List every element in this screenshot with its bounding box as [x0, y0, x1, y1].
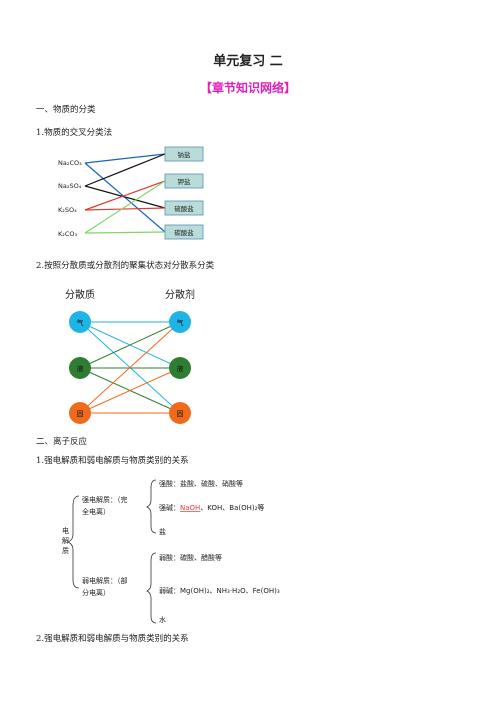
strong-salt: 盐: [159, 527, 166, 536]
heading-classification: 一、物质的分类: [36, 105, 96, 115]
right-box: [164, 173, 204, 189]
right-box: [164, 224, 204, 240]
liquid-node: [169, 357, 191, 379]
strong-base-prefix: 强碱：: [159, 504, 180, 512]
right-box: [164, 146, 204, 162]
strong-base-naoh: NaOH: [180, 504, 200, 512]
liquid-node: [69, 357, 91, 379]
solid-node: [69, 402, 91, 424]
right-label: 钠盐: [178, 150, 192, 159]
item-electrolyte-relation: 1.强电解质和弱电解质与物质类别的关系: [36, 456, 189, 466]
right-label: 硫酸盐: [174, 204, 194, 213]
line-na2co3-nasalt: [84, 153, 166, 164]
page-title: 单元复习 二: [213, 54, 283, 69]
cross-classification-diagram: Na₂CO₃ Na₂SO₄ K₂SO₄ K₂CO₃ 钠盐 钾盐 硫酸盐 碳酸盐: [58, 146, 204, 240]
item-cross-classification: 1.物质的交叉分类法: [36, 128, 113, 138]
node-label: 气: [177, 318, 184, 327]
heading-ionic-reaction: 二、离子反应: [36, 437, 88, 447]
left-label: Na₂CO₃: [58, 159, 82, 167]
item-dispersion-classification: 2.按照分散质或分散剂的聚集状态对分散系分类: [36, 261, 215, 271]
node-label: 气: [77, 318, 84, 327]
dispersion-diagram: 分散质 分散剂 气 液 固 气 液 固: [65, 288, 195, 424]
electrolyte-tree-diagram: 电 解 质 强电解质：（完 全电离） 强酸：盐酸、硫酸、硝酸等 强碱：NaOH、…: [62, 479, 280, 624]
strong-electrolyte-label: 全电离）: [82, 507, 110, 516]
solid-node: [169, 402, 191, 424]
line-k2so4-sulfate: [84, 207, 166, 211]
node-label: 固: [177, 410, 184, 418]
dispersion-medium-title: 分散剂: [165, 288, 195, 301]
water: 水: [159, 615, 166, 624]
line-na2so4-nasalt: [84, 153, 166, 187]
node-label: 液: [77, 364, 84, 373]
weak-electrolyte-label: 弱电解质：（部: [82, 576, 128, 585]
left-label: K₂SO₄: [58, 206, 77, 214]
root-label: 电: [62, 526, 69, 535]
dispersion-lines: [79, 321, 181, 414]
strong-base: 强碱：NaOH、KOH、Ba(OH)₂等: [159, 503, 264, 512]
right-label: 钾盐: [178, 177, 192, 186]
root-label: 解: [62, 536, 69, 545]
line-k2co3-ksalt: [84, 180, 166, 234]
right-box: [164, 200, 204, 216]
strong-brace: [146, 479, 157, 534]
section-subtitle: 【章节知识网络】: [199, 81, 296, 95]
node-label: 液: [177, 364, 184, 373]
weak-electrolyte-label: 分电离）: [82, 588, 110, 597]
gas-node: [169, 311, 191, 333]
root-brace: [66, 495, 80, 589]
line-k2co3-carbonate: [84, 231, 166, 234]
cross-lines: [84, 153, 166, 234]
weak-base: 弱碱：Mg(OH)₂、NH₃·H₂O、Fe(OH)₃: [159, 587, 280, 595]
right-label: 碳酸盐: [174, 228, 194, 237]
gas-node: [69, 311, 91, 333]
node-label: 固: [77, 410, 84, 418]
strong-electrolyte-label: 强电解质：（完: [82, 495, 128, 504]
line-k2so4-ksalt: [84, 180, 166, 211]
dispersed-phase-title: 分散质: [65, 288, 95, 301]
strong-base-rest: 、KOH、Ba(OH)₂等: [200, 503, 264, 512]
strong-acid: 强酸：盐酸、硫酸、硝酸等: [159, 479, 243, 488]
weak-acid: 弱酸：碳酸、醋酸等: [159, 553, 222, 562]
weak-brace: [146, 552, 157, 624]
root-label: 质: [62, 546, 69, 555]
left-label: K₂CO₃: [58, 230, 78, 238]
line-na2so4-sulfate: [84, 185, 166, 209]
item-electrolyte-relation-2: 2.强电解质和弱电解质与物质类别的关系: [36, 634, 189, 644]
left-label: Na₂SO₄: [58, 182, 82, 190]
